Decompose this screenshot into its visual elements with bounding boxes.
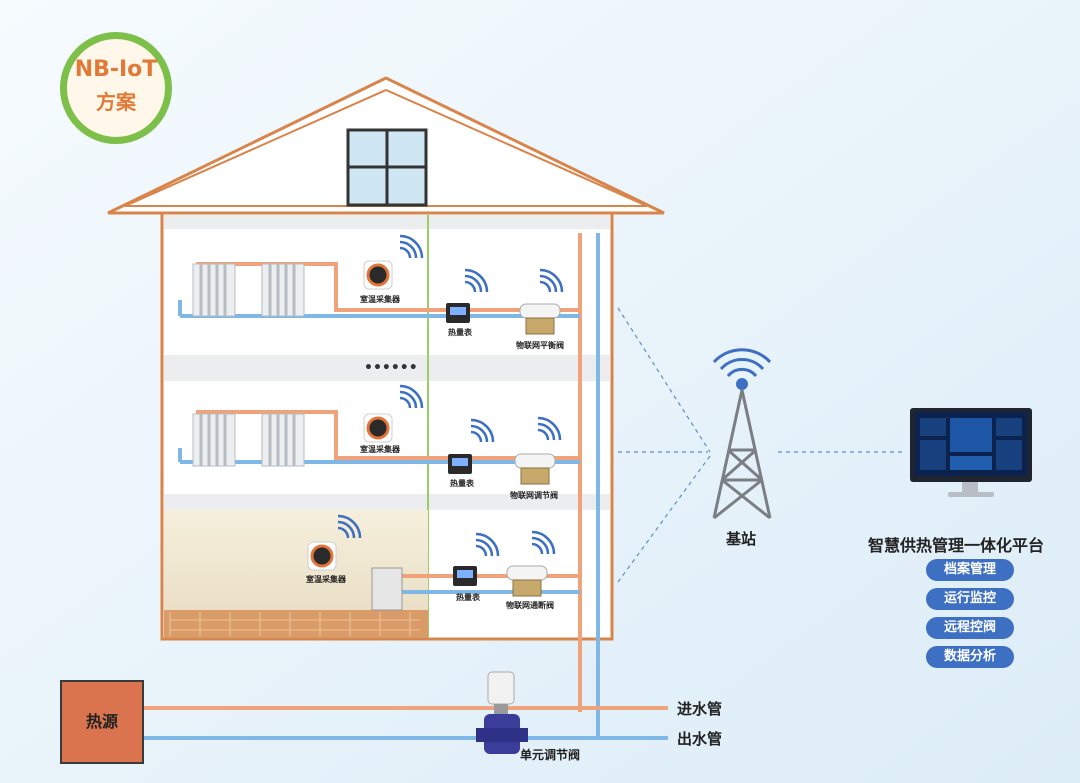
badge-line2: 方案 — [96, 90, 136, 114]
feature-monitoring: 运行监控 — [926, 588, 1014, 610]
nb-iot-badge: NB-IoT 方案 — [60, 32, 172, 144]
floor1-sensor-label: 室温采集器 — [360, 295, 400, 304]
feature-analysis: 数据分析 — [926, 646, 1014, 668]
outlet-pipe-label: 出水管 — [677, 730, 723, 748]
floor3-sensor-label: 室温采集器 — [306, 575, 346, 584]
floor2-meter-label: 热量表 — [450, 479, 474, 488]
floor3-valve-label: 物联网通断阀 — [506, 601, 554, 610]
badge-line1: NB-IoT — [74, 57, 158, 82]
unit-valve-label: 单元调节阀 — [520, 748, 581, 762]
floor-ellipsis: •••••• — [364, 360, 418, 376]
feature-archive: 档案管理 — [926, 559, 1014, 581]
feature-remote-valve: 远程控阀 — [926, 617, 1014, 639]
floor2-valve-label: 物联网调节阀 — [510, 491, 558, 500]
floor1-valve-label: 物联网平衡阀 — [516, 341, 564, 350]
inlet-pipe-label: 进水管 — [677, 700, 723, 718]
floor2-sensor-label: 室温采集器 — [360, 445, 400, 454]
floor3-meter-label: 热量表 — [456, 593, 480, 602]
platform-title: 智慧供热管理一体化平台 — [868, 536, 1045, 555]
tower-label: 基站 — [726, 530, 757, 548]
floor1-meter-label: 热量表 — [448, 328, 472, 337]
heat-source-box: 热源 — [60, 680, 144, 764]
